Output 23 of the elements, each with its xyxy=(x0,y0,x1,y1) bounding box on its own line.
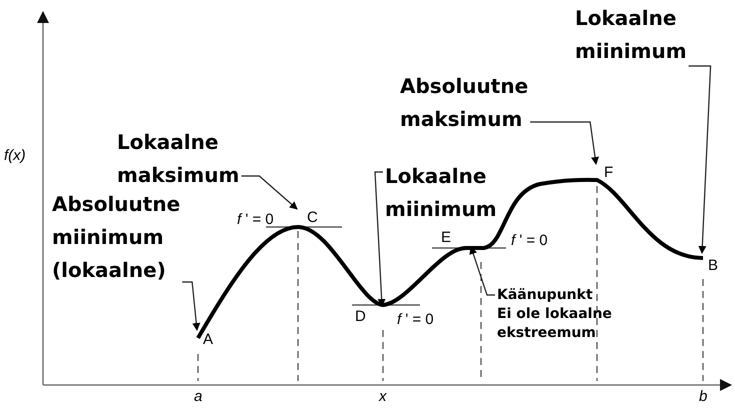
point-label: D xyxy=(352,306,390,327)
callout-text: Ei ole lokaalne ekstreemum xyxy=(497,305,613,343)
axis-label: x xyxy=(379,388,386,405)
point-label: C xyxy=(296,209,320,228)
leader-line xyxy=(374,171,386,307)
point-label: E xyxy=(438,229,474,247)
callout-text: Lokaalne miinimum xyxy=(385,160,497,226)
derivative-note: f ' = 0 xyxy=(397,311,434,328)
leader-line xyxy=(241,175,298,210)
axis-label: b xyxy=(699,388,708,405)
point-label: A xyxy=(196,330,214,352)
point-label: B xyxy=(700,253,720,276)
axis-label: a xyxy=(194,388,202,405)
leader-line xyxy=(182,281,200,331)
axis-label: f(x) xyxy=(4,147,26,164)
point-label: F xyxy=(592,164,616,183)
leader-line xyxy=(688,65,712,254)
callout-text: Absoluutne maksimum xyxy=(400,70,528,136)
callout-text: Käänupunkt xyxy=(497,286,594,305)
callout-text: Lokaalne miinimum xyxy=(575,2,687,68)
derivative-note: f ' = 0 xyxy=(237,211,274,228)
leader-line xyxy=(530,121,599,165)
derivative-note: f ' = 0 xyxy=(511,232,548,249)
